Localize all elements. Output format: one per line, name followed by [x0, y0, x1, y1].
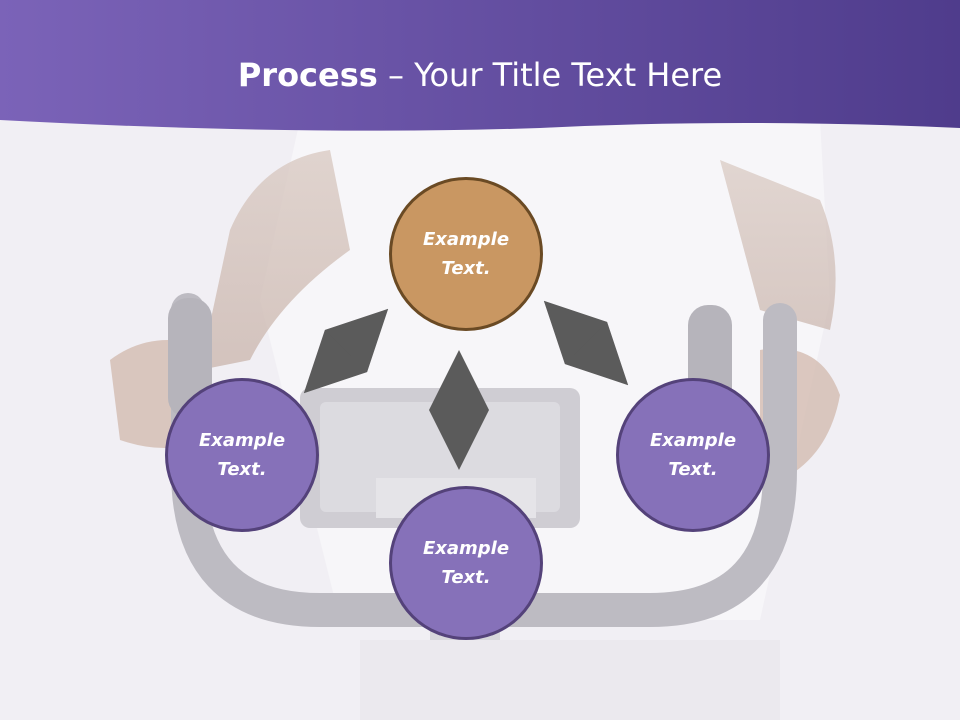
title-rest: – Your Title Text Here	[377, 56, 723, 94]
arrow-top-left	[303, 308, 389, 394]
title-bold: Process	[237, 56, 378, 94]
node-top-line1: Example	[422, 229, 510, 250]
process-node-bottom: Example Text.	[389, 486, 543, 640]
process-node-right: Example Text.	[616, 378, 770, 532]
node-bottom-line2: Text.	[441, 567, 491, 588]
node-left-line2: Text.	[217, 459, 267, 480]
process-node-top: Example Text.	[389, 177, 543, 331]
slide-title: Process – Your Title Text Here	[0, 52, 960, 98]
process-node-left: Example Text.	[165, 378, 319, 532]
node-right-line2: Text.	[668, 459, 718, 480]
arrow-top-right	[543, 300, 629, 386]
node-bottom-line1: Example	[422, 538, 510, 559]
node-left-line1: Example	[198, 430, 286, 451]
node-right-line1: Example	[649, 430, 737, 451]
node-top-line2: Text.	[441, 258, 491, 279]
